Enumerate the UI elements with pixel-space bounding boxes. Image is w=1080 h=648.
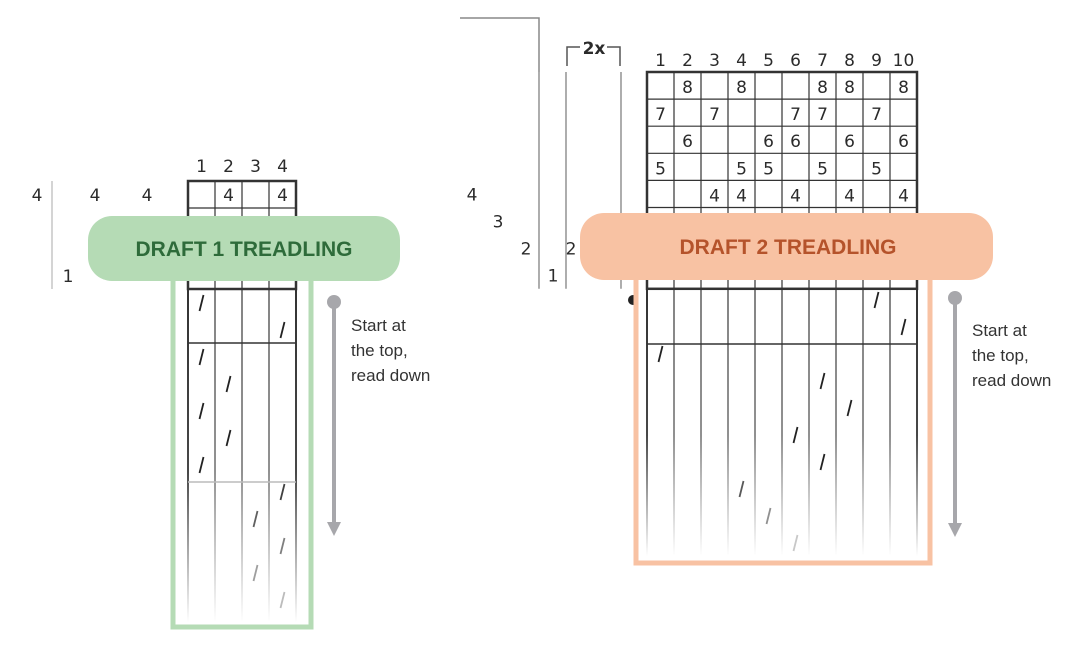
treadle-number: 1 [655, 51, 666, 71]
treadle-number: 8 [844, 51, 855, 71]
treadling-mark [279, 321, 286, 339]
read-direction-arrow [327, 295, 341, 536]
tieup-cell: 5 [736, 159, 747, 179]
tieup-cell: 6 [898, 132, 909, 152]
repeat-bracket [566, 46, 621, 66]
treadle-number: 4 [736, 51, 747, 71]
threading-repeat-bracket [460, 17, 540, 72]
treadling-mark [900, 318, 907, 336]
tieup-cell: 7 [655, 105, 666, 125]
treadling-mark [279, 483, 286, 501]
treadling-mark [792, 426, 799, 444]
treadling-mark [657, 345, 664, 363]
tieup-cell: 4 [223, 186, 234, 206]
threading-number: 2 [521, 240, 532, 260]
read-direction-note: Start at [972, 321, 1027, 340]
treadle-number: 4 [277, 157, 288, 177]
treadle-number: 3 [250, 157, 261, 177]
threading-number: 4 [90, 186, 101, 206]
treadle-number: 5 [763, 51, 774, 71]
tieup-cell: 5 [871, 159, 882, 179]
tieup-cell: 8 [682, 78, 693, 98]
threading-number: 3 [493, 213, 504, 233]
tieup-cell: 5 [817, 159, 828, 179]
tieup-cell: 5 [763, 159, 774, 179]
treadling-mark [225, 375, 232, 393]
read-direction-note: the top, [972, 346, 1029, 365]
arrow-down-icon [948, 523, 962, 537]
treadling-mark [279, 537, 286, 555]
tieup-cell: 8 [817, 78, 828, 98]
treadling-mark [279, 591, 286, 609]
treadling-mark [198, 402, 205, 420]
tieup-cell: 4 [844, 186, 855, 206]
treadling-mark [252, 510, 259, 528]
threading-number: 2 [566, 240, 577, 260]
tieup-cell: 7 [817, 105, 828, 125]
treadle-number: 9 [871, 51, 882, 71]
threading-number: 4 [467, 185, 478, 205]
treadle-number: 1 [196, 157, 207, 177]
tieup-cell: 4 [736, 186, 747, 206]
tieup-cell: 4 [790, 186, 801, 206]
treadle-number: 2 [223, 157, 234, 177]
tieup-cell: 6 [763, 132, 774, 152]
tieup-cell: 7 [709, 105, 720, 125]
tieup-cell: 7 [871, 105, 882, 125]
treadling-mark [765, 507, 772, 525]
treadling-mark [819, 372, 826, 390]
draft2-label-pill [580, 213, 993, 280]
repeat-label: 2x [583, 39, 606, 59]
tieup-cell: 5 [655, 159, 666, 179]
treadling-mark [846, 399, 853, 417]
read-direction-note: read down [972, 371, 1051, 390]
read-direction-note: the top, [351, 341, 408, 360]
draft1-label-pill [88, 216, 400, 281]
tieup-cell: 8 [736, 78, 747, 98]
tieup-cell: 8 [844, 78, 855, 98]
treadling-mark [792, 534, 799, 552]
tieup-cell: 6 [682, 132, 693, 152]
treadle-number: 10 [893, 51, 915, 71]
read-direction-note: read down [351, 366, 430, 385]
tieup-cell: 4 [709, 186, 720, 206]
tieup-cell: 8 [898, 78, 909, 98]
treadling-mark [198, 456, 205, 474]
threading-number: 1 [548, 267, 559, 287]
treadling-mark [738, 480, 745, 498]
tieup-cell: 4 [898, 186, 909, 206]
treadle-number: 2 [682, 51, 693, 71]
draft1-label: DRAFT 1 TREADLING [136, 238, 353, 261]
treadling-mark [819, 453, 826, 471]
threading-number: 4 [142, 186, 153, 206]
treadle-number: 3 [709, 51, 720, 71]
tieup-cell: 6 [844, 132, 855, 152]
treadling-mark [225, 429, 232, 447]
tieup-cell: 6 [790, 132, 801, 152]
threading-number: 4 [32, 186, 43, 206]
treadling-mark [252, 564, 259, 582]
arrow-down-icon [327, 522, 341, 536]
treadling-mark [198, 348, 205, 366]
draft2-label: DRAFT 2 TREADLING [680, 236, 897, 259]
treadle-number: 7 [817, 51, 828, 71]
tieup-cell: 4 [277, 186, 288, 206]
draft2-highlight-box [633, 267, 933, 566]
treadling-mark [198, 294, 205, 312]
read-direction-note: Start at [351, 316, 406, 335]
threading-number: 1 [63, 267, 74, 287]
read-direction-arrow [948, 291, 962, 537]
tieup-cell: 7 [790, 105, 801, 125]
treadling-mark [873, 291, 880, 309]
treadle-number: 6 [790, 51, 801, 71]
